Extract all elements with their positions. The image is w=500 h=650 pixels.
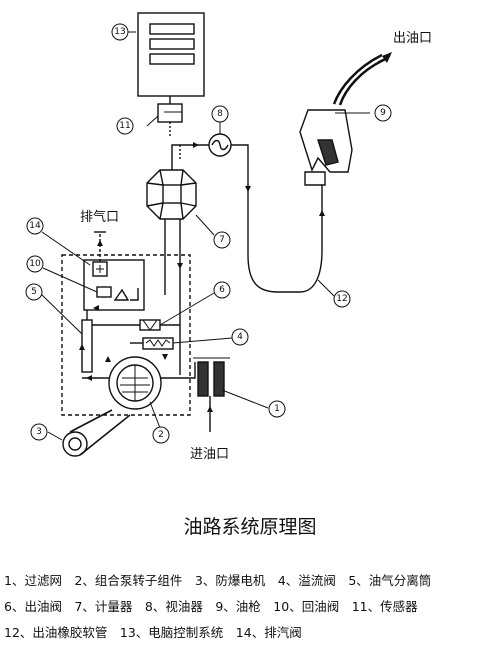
callout-5: 5: [31, 287, 37, 297]
callout-11: 11: [119, 121, 130, 131]
separator-housing: [61, 254, 191, 416]
callout-7: 7: [219, 235, 225, 245]
legend-line: 1、过滤网 2、组合泵转子组件 3、防爆电机 4、溢流阀 5、油气分离筒: [4, 573, 432, 588]
callout-8: 8: [217, 109, 223, 119]
sensor: [157, 103, 183, 123]
callout-10: 10: [29, 259, 41, 269]
relief-valve: [130, 337, 174, 350]
outlet-label: 出油口: [393, 31, 432, 46]
outlet-arrow: [377, 52, 392, 63]
callout-9: 9: [380, 108, 386, 118]
callout-14: 14: [29, 221, 41, 231]
pump-rotor: [108, 356, 162, 410]
explosion-proof-motor: [62, 409, 131, 457]
flow-meter: [146, 169, 197, 220]
legend-line: 6、出油阀 7、计量器 8、视油器 9、油枪 10、回油阀 11、传感器: [4, 599, 418, 614]
filter: [193, 357, 230, 397]
callout-2: 2: [158, 430, 164, 440]
callout-3: 3: [36, 427, 42, 437]
computer-control-unit: [137, 12, 205, 97]
fuel-nozzle: [299, 53, 389, 186]
callout-4: 4: [237, 332, 243, 342]
legend-line: 12、出油橡胶软管 13、电脑控制系统 14、排汽阀: [4, 625, 302, 640]
callout-1: 1: [274, 404, 280, 414]
inlet-label: 进油口: [190, 447, 229, 462]
callout-6: 6: [219, 285, 225, 295]
parts-legend: 1、过滤网 2、组合泵转子组件 3、防爆电机 4、溢流阀 5、油气分离筒 6、出…: [4, 568, 500, 646]
oil-gas-separator: [81, 319, 93, 373]
callout-13: 13: [114, 27, 125, 37]
vent-label: 排气口: [80, 209, 119, 225]
sight-glass: [208, 133, 232, 157]
diagram-title: 油路系统原理图: [183, 516, 317, 538]
callout-12: 12: [336, 294, 347, 304]
